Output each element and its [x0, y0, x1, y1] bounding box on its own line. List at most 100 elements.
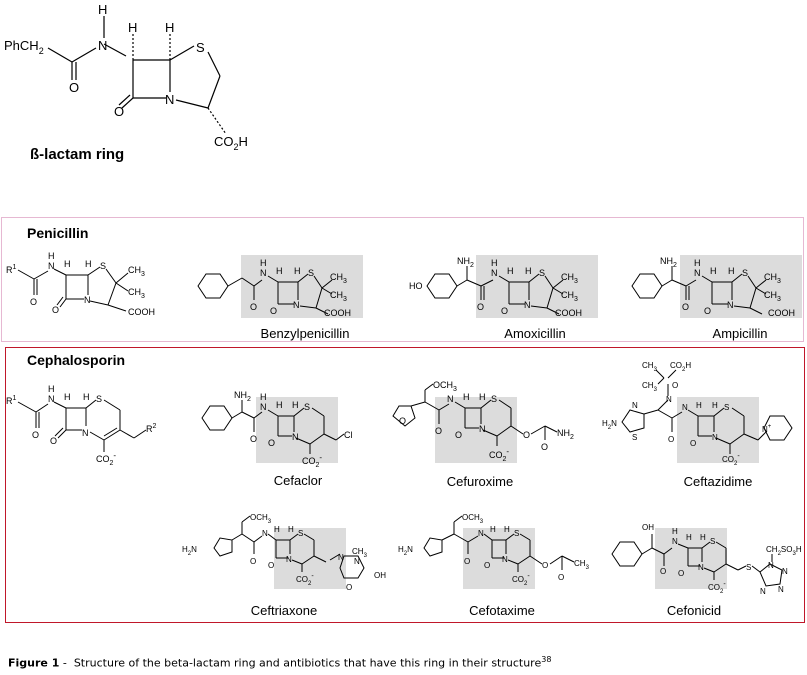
svg-text:OCH3: OCH3 [462, 513, 484, 525]
benzylpenicillin-label: Benzylpenicillin [260, 326, 350, 341]
svg-text:H: H [700, 533, 706, 542]
svg-text:H: H [696, 401, 702, 410]
svg-text:N: N [768, 561, 774, 570]
svg-text:COOH: COOH [768, 308, 795, 318]
svg-text:H: H [507, 266, 514, 276]
svg-text:N: N [260, 402, 267, 412]
svg-text:S: S [491, 394, 497, 404]
svg-text:O: O [523, 430, 530, 440]
svg-text:OCH3: OCH3 [433, 380, 457, 393]
svg-text:H: H [463, 392, 470, 402]
svg-text:CO2-: CO2- [302, 453, 322, 469]
svg-text:CH3: CH3 [764, 272, 781, 285]
atom-o: O [114, 104, 124, 119]
svg-text:O: O [50, 436, 57, 446]
svg-text:R1: R1 [6, 264, 17, 275]
core-highlight [655, 528, 727, 589]
svg-text:CO2-: CO2- [96, 451, 116, 467]
svg-text:H: H [504, 525, 510, 534]
core-highlight [241, 255, 363, 318]
svg-text:H: H [491, 258, 498, 268]
svg-text:O: O [501, 306, 508, 316]
svg-text:N: N [524, 300, 531, 310]
svg-text:N: N [260, 268, 267, 278]
figure-caption: Figure 1 - Structure of the beta-lactam … [8, 655, 552, 670]
svg-text:CO2H: CO2H [670, 361, 691, 373]
svg-text:H: H [260, 392, 267, 402]
svg-text:N: N [778, 585, 784, 594]
svg-text:H: H [686, 533, 692, 542]
svg-text:NH2: NH2 [660, 256, 677, 269]
svg-text:S: S [298, 529, 303, 538]
svg-text:O: O [477, 302, 484, 312]
caption-reference: 38 [541, 655, 552, 664]
core-highlight [677, 397, 759, 463]
cefonicid-label: Cefonicid [666, 603, 722, 618]
svg-text:O: O [268, 561, 274, 570]
svg-text:CH3: CH3 [764, 290, 781, 303]
svg-text:H: H [728, 266, 735, 276]
svg-text:O: O [30, 297, 37, 307]
svg-text:O: O [250, 557, 256, 566]
svg-text:N: N [666, 395, 672, 404]
svg-text:H2N: H2N [398, 545, 413, 557]
svg-text:O: O [250, 434, 257, 444]
svg-text:H: H [292, 400, 299, 410]
svg-text:N: N [293, 300, 300, 310]
svg-text:N: N [712, 433, 718, 442]
svg-text:S: S [746, 563, 751, 572]
cephalosporin-section [5, 347, 805, 623]
svg-text:N: N [84, 295, 91, 305]
svg-text:O: O [455, 430, 462, 440]
svg-text:O: O [268, 438, 275, 448]
svg-text:N: N [354, 557, 360, 566]
caption-text: Structure of the beta-lactam ring and an… [73, 656, 542, 670]
svg-text:COOH: COOH [128, 307, 155, 317]
cephalosporin-title: Cephalosporin [27, 352, 126, 368]
svg-text:H2N: H2N [182, 545, 197, 557]
svg-text:H: H [260, 258, 267, 268]
figure-number: Figure 1 [8, 656, 60, 670]
svg-text:N: N [447, 394, 454, 404]
svg-text:N: N [48, 394, 55, 404]
svg-text:CH3: CH3 [561, 272, 578, 285]
svg-text:S: S [100, 261, 106, 271]
svg-text:H: H [274, 525, 280, 534]
svg-text:OH: OH [642, 523, 654, 532]
svg-text:O: O [32, 430, 39, 440]
svg-text:S: S [724, 403, 729, 412]
svg-text:H: H [83, 392, 90, 402]
svg-text:O: O [541, 442, 548, 452]
svg-text:N: N [292, 432, 299, 442]
svg-text:CO2-: CO2- [708, 581, 726, 595]
cefotaxime-label: Cefotaxime [469, 603, 535, 618]
svg-text:O: O [704, 306, 711, 316]
amoxicillin-label: Amoxicillin [504, 326, 566, 341]
svg-text:H2N: H2N [602, 419, 617, 431]
svg-text:H: H [525, 266, 532, 276]
svg-text:OH: OH [374, 571, 386, 580]
svg-text:CO2-: CO2- [489, 447, 509, 463]
cefuroxime-label: Cefuroxime [446, 474, 514, 489]
svg-text:H: H [294, 266, 301, 276]
svg-text:NH2: NH2 [234, 390, 251, 403]
svg-text:N: N [491, 268, 498, 278]
atom-phch2: PhCH2 [4, 38, 44, 56]
svg-text:N: N [262, 529, 268, 538]
svg-text:H: H [64, 392, 71, 402]
svg-text:H: H [288, 525, 294, 534]
svg-text:O: O [660, 567, 666, 576]
svg-text:N: N [682, 403, 688, 412]
svg-text:N: N [694, 268, 701, 278]
svg-text:O: O [484, 561, 490, 570]
atom-h: H [165, 20, 174, 35]
svg-text:S: S [710, 537, 715, 546]
svg-text:H: H [276, 400, 283, 410]
svg-text:HO: HO [409, 281, 423, 291]
svg-text:N: N [286, 555, 292, 564]
